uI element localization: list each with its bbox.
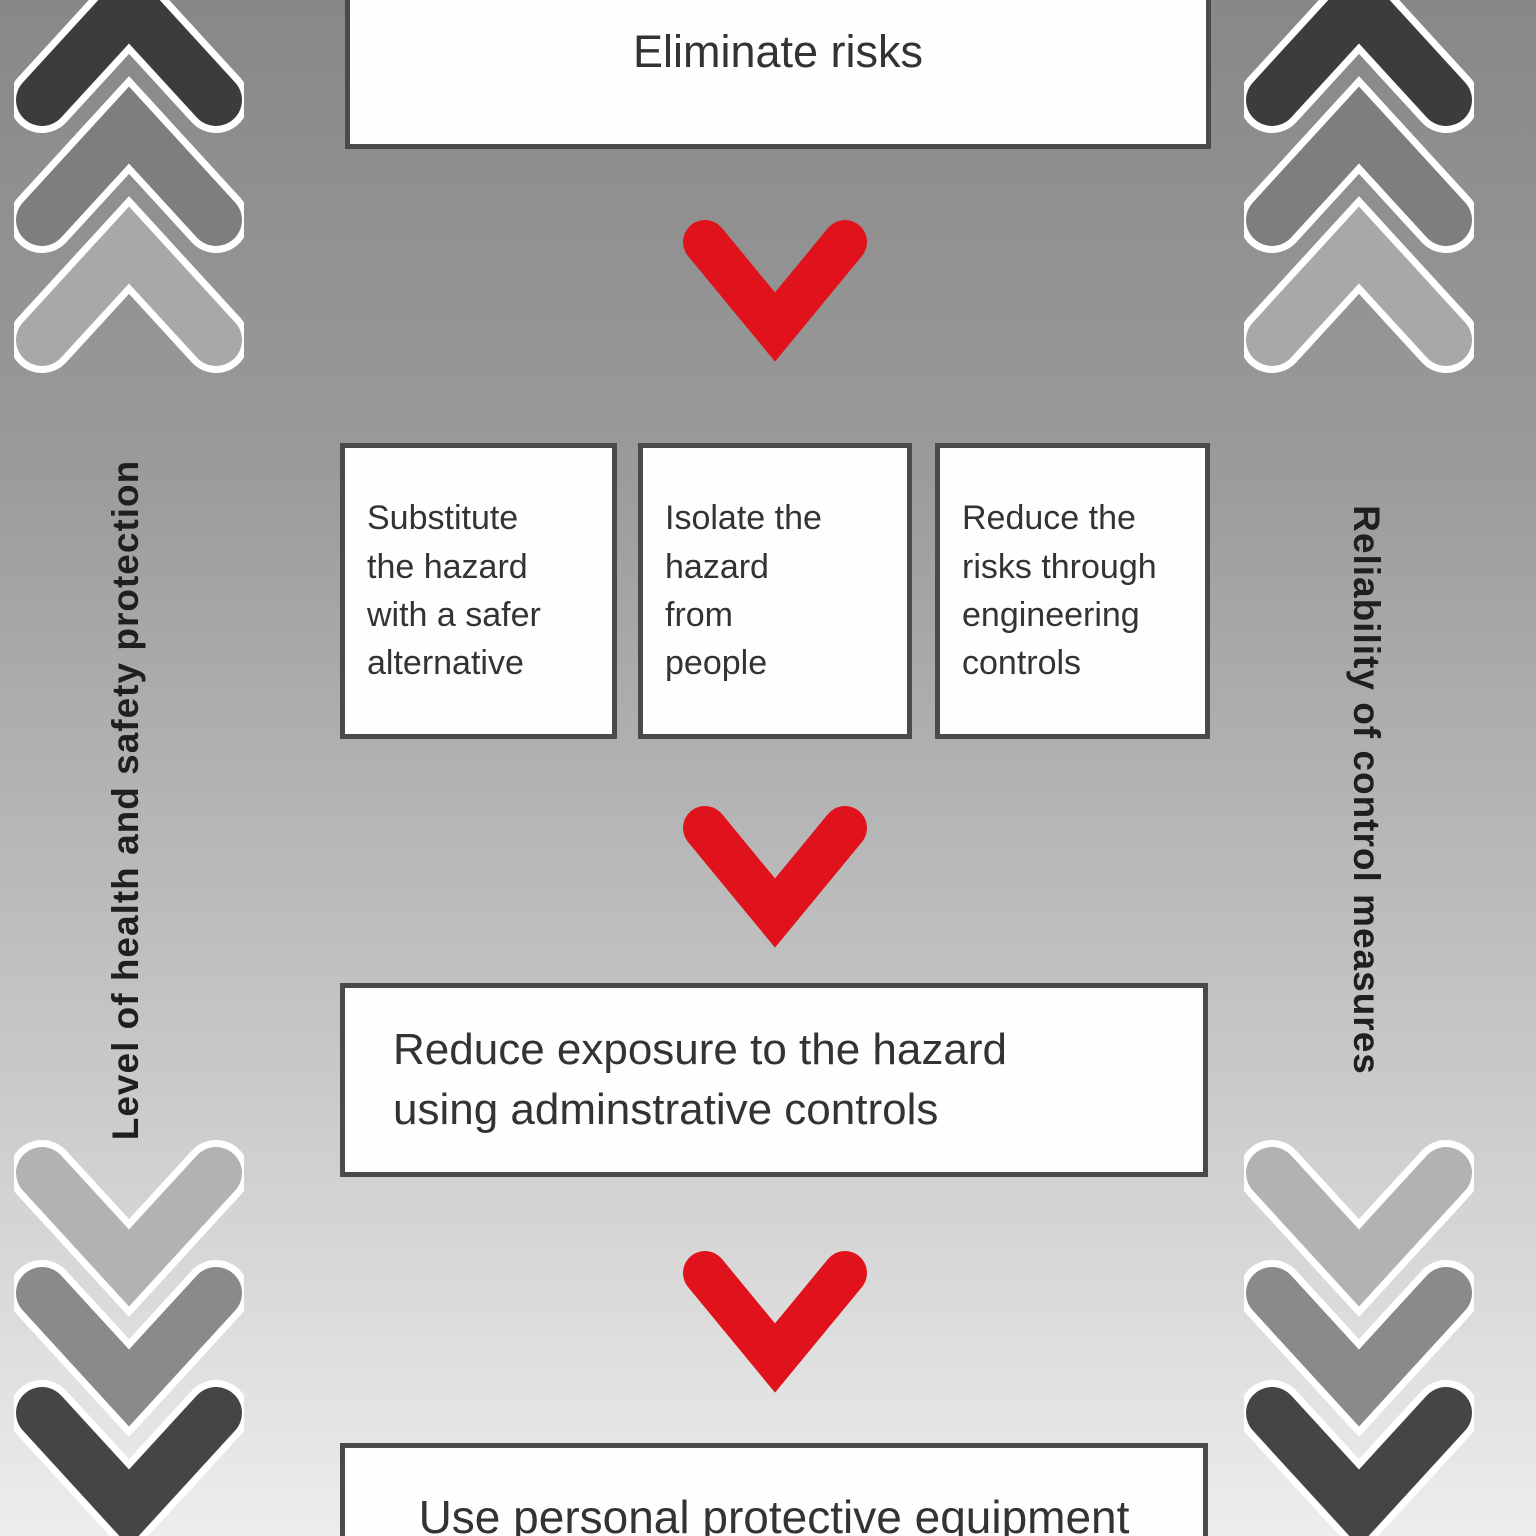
chevron-up-light xyxy=(1244,196,1474,373)
box-text: Reduce exposure to the hazard using admi… xyxy=(393,1025,1007,1134)
chevron-up-medium xyxy=(1244,76,1474,253)
box-text: Reduce the risks through engineering con… xyxy=(962,499,1157,683)
chevron-down-light xyxy=(1244,1140,1474,1317)
eliminate-risks-box: Eliminate risks xyxy=(345,0,1211,149)
substitute-hazard-box: Substitute the hazard with a safer alter… xyxy=(340,443,617,739)
box-text: Use personal protective equipment xyxy=(418,1491,1130,1536)
isolate-hazard-box: Isolate the hazard from people xyxy=(638,443,912,739)
chevron-up-dark xyxy=(1244,0,1474,133)
chevron-down-medium xyxy=(14,1260,244,1437)
chevron-down-light xyxy=(14,1140,244,1317)
down-arrow-icon xyxy=(683,806,867,948)
down-arrow-icon xyxy=(683,1251,867,1393)
chevron-up-medium xyxy=(14,76,244,253)
left-axis-label: Level of health and safety protection xyxy=(105,459,146,1141)
box-text: Eliminate risks xyxy=(632,26,924,77)
down-chevrons-right xyxy=(1244,1140,1474,1536)
box-text: Isolate the hazard from people xyxy=(665,499,822,683)
down-arrow-icon xyxy=(683,220,867,362)
up-chevrons-left xyxy=(14,0,244,373)
down-chevrons-left xyxy=(14,1140,244,1536)
administrative-controls-box: Reduce exposure to the hazard using admi… xyxy=(340,983,1208,1177)
up-chevrons-right xyxy=(1244,0,1474,373)
chevron-down-medium xyxy=(1244,1260,1474,1437)
chevron-up-light xyxy=(14,196,244,373)
box-text: Substitute the hazard with a safer alter… xyxy=(367,499,541,683)
chevron-down-dark xyxy=(1244,1380,1474,1536)
engineering-controls-box: Reduce the risks through engineering con… xyxy=(935,443,1210,739)
right-axis-label: Reliability of control measures xyxy=(1346,505,1387,1075)
personal-protective-equipment-box: Use personal protective equipment xyxy=(340,1443,1208,1536)
chevron-down-dark xyxy=(14,1380,244,1536)
chevron-up-dark xyxy=(14,0,244,133)
